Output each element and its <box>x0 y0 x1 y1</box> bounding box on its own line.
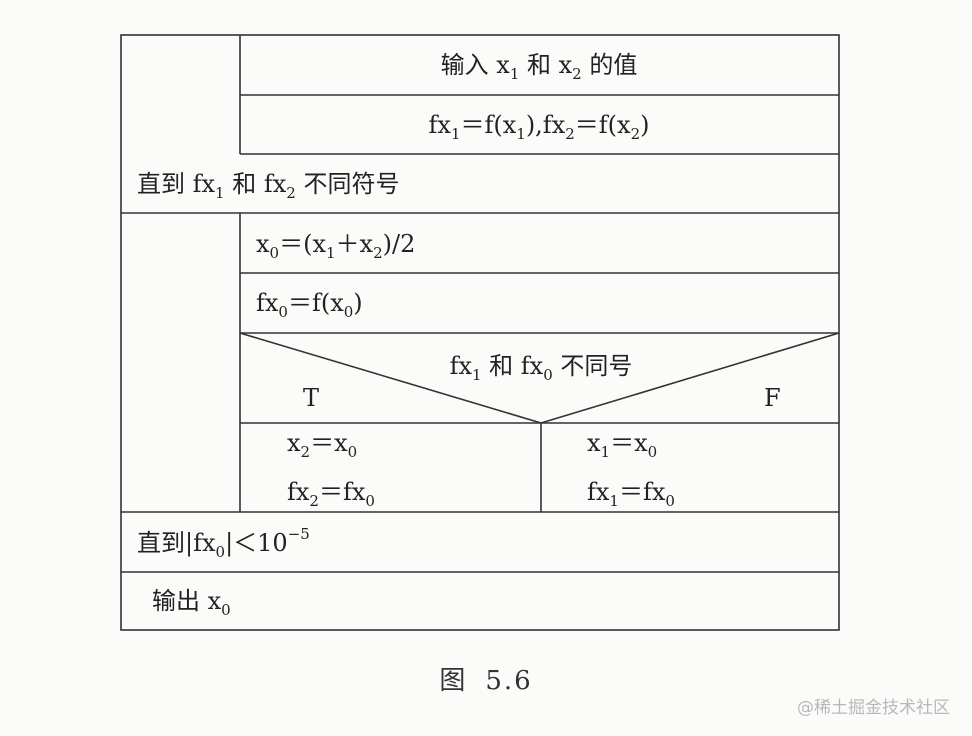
false-branch-line-1: x1＝x0 <box>587 429 657 461</box>
decision-diagonal-left <box>239 332 542 424</box>
decision-true-label: T <box>303 384 319 412</box>
eval-mid-step-text: fx0＝f(x0) <box>256 289 363 321</box>
watermark: @稀土掘金技术社区 <box>797 698 950 718</box>
decision-diagonal-right <box>540 332 840 424</box>
until-converge-condition-text: 直到|fx0|＜10−5 <box>137 525 310 561</box>
until-sign-condition-text: 直到 fx1 和 fx2 不同符号 <box>137 170 399 202</box>
decision-false-label: F <box>764 384 781 412</box>
nassi-shneiderman-diagram: 输入 x1 和 x2 的值 fx1＝f(x1),fx2＝f(x2) 直到 fx1… <box>120 34 840 631</box>
output-step-text: 输出 x0 <box>152 587 231 619</box>
figure-caption-word: 图 <box>439 666 468 696</box>
input-step-text: 输入 x1 和 x2 的值 <box>441 51 638 83</box>
false-branch-line-2: fx1＝fx0 <box>587 478 675 510</box>
true-branch-line-1: x2＝x0 <box>287 429 357 461</box>
compute-f-step-text: fx1＝f(x1),fx2＝f(x2) <box>429 111 650 143</box>
true-branch-line-2: fx2＝fx0 <box>287 478 375 510</box>
midpoint-step-text: x0＝(x1＋x2)/2 <box>256 230 415 262</box>
figure-caption: 图 5.6 <box>0 660 972 697</box>
decision-condition-text: fx1 和 fx0 不同号 <box>450 352 633 384</box>
figure-caption-number: 5.6 <box>485 666 533 696</box>
